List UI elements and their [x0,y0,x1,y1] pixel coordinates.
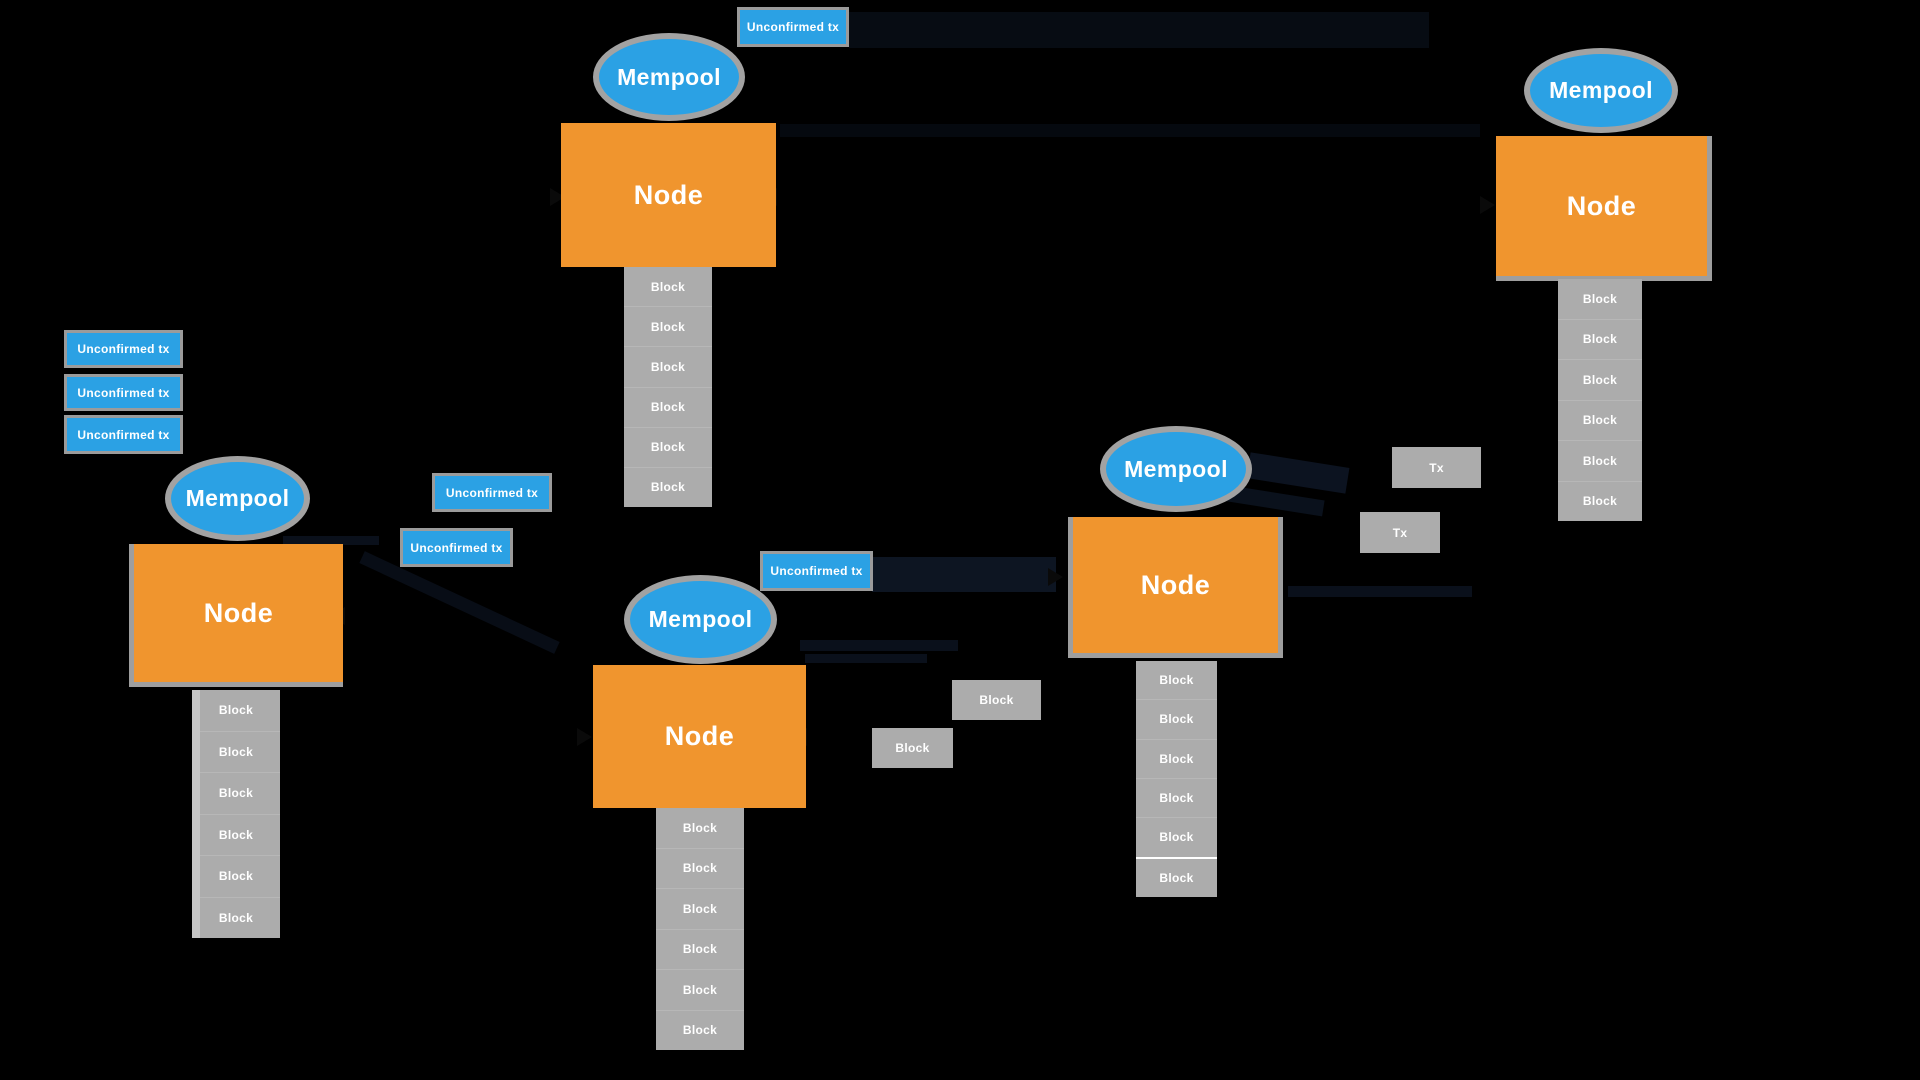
block-segment: Block [624,386,712,427]
mempool-ellipse: Mempool [1524,48,1678,133]
tx-tag: Tx [1360,512,1440,553]
block-segment: Block [682,820,718,835]
node-box: Node [1068,517,1283,658]
blockchain-stack: Block Block Block Block Block Block [624,267,712,507]
block-segment: Block [192,730,280,773]
blockchain-stack: Block Block Block Block Block Block [192,690,280,938]
mempool-ellipse: Mempool [624,575,777,664]
blockchain-stack: Block Block Block Block Block Block [656,808,744,1050]
edge-line [805,654,927,663]
block-segment: Block [192,896,280,939]
node-box: Node [129,544,343,687]
block-segment: Block [192,813,280,856]
edge-line [849,12,1429,48]
mempool-ellipse: Mempool [593,33,745,121]
edge-line [1246,452,1350,494]
block-segment: Block [656,847,744,889]
block-segment: Block [1558,440,1642,481]
block-segment: Block [1136,699,1217,738]
blockchain-stack: Block Block Block Block Block Block [1136,661,1217,897]
block-segment: Block [1558,480,1642,522]
block-segment: Block [1136,777,1217,817]
block-segment: Block [656,969,744,1010]
unconfirmed-tx-tag: Unconfirmed tx [64,330,183,368]
edge-line [872,557,1056,592]
block-tag: Block [952,680,1041,720]
block-segment: Block [1136,738,1217,778]
block-segment: Block [624,466,712,507]
edge-line [800,640,958,651]
block-segment: Block [656,1009,744,1051]
block-segment: Block [1558,399,1642,441]
mempool-ellipse: Mempool [1100,426,1252,512]
unconfirmed-tx-tag: Unconfirmed tx [737,7,849,47]
block-tag: Block [872,728,953,768]
arrowhead-icon [1048,568,1063,586]
block-segment: Block [218,703,254,718]
block-segment: Block [192,772,280,814]
edge-line [1288,586,1472,597]
block-segment: Block [1159,673,1194,688]
block-segment: Block [624,346,712,386]
node-box: Node [1496,136,1712,281]
unconfirmed-tx-tag: Unconfirmed tx [64,415,183,454]
block-segment: Block [624,306,712,346]
block-segment: Block [1136,856,1217,897]
tx-tag: Tx [1392,447,1481,488]
blockchain-stack: Block Block Block Block Block Block [1558,279,1642,521]
block-segment: Block [656,888,744,929]
edge-line [283,536,379,545]
unconfirmed-tx-tag: Unconfirmed tx [64,374,183,411]
block-segment: Block [656,928,744,970]
node-box: Node [593,665,806,808]
block-segment: Block [1558,359,1642,400]
mempool-ellipse: Mempool [165,456,310,541]
unconfirmed-tx-tag: Unconfirmed tx [432,473,552,512]
block-segment: Block [1582,291,1618,306]
arrowhead-icon [577,728,592,746]
block-segment: Block [192,855,280,897]
arrowhead-icon [1480,196,1495,214]
node-box: Node [561,123,776,267]
block-segment: Block [650,279,686,294]
block-segment: Block [1136,817,1217,856]
edge-line [780,124,1480,137]
unconfirmed-tx-tag: Unconfirmed tx [400,528,513,567]
block-segment: Block [1558,318,1642,360]
block-segment: Block [624,426,712,467]
unconfirmed-tx-tag: Unconfirmed tx [760,551,873,591]
